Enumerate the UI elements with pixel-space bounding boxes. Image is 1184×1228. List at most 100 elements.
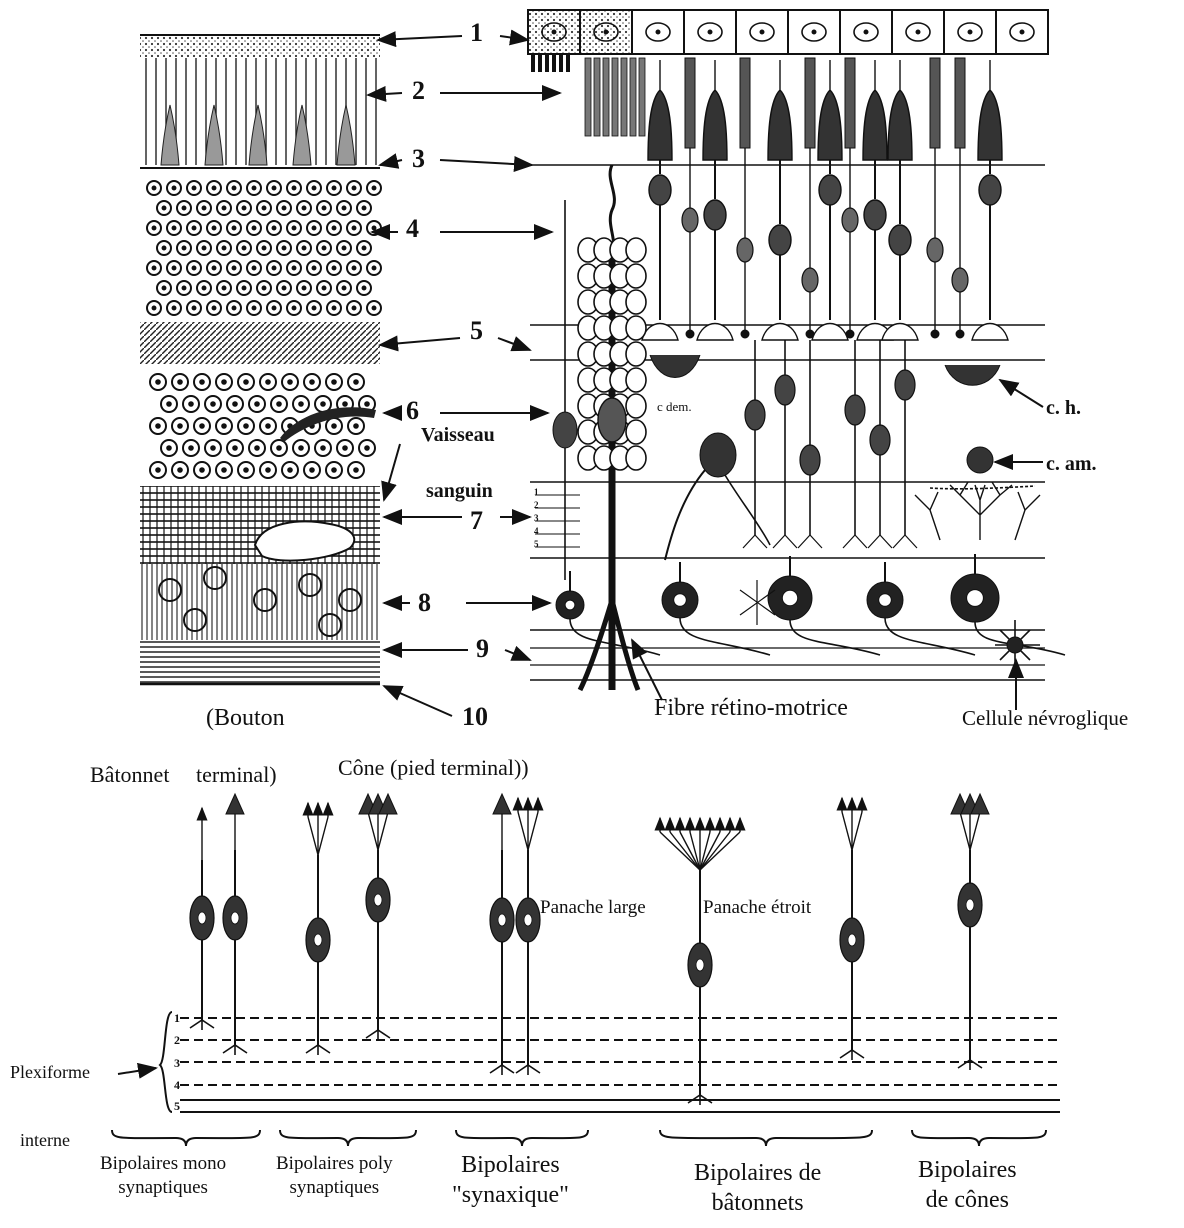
rod-nucleus <box>802 268 818 292</box>
bipolar-terminal <box>843 535 867 548</box>
nucleolus <box>243 467 249 473</box>
bipolar-soma <box>895 370 915 400</box>
cone-pedicle <box>697 324 733 341</box>
nucleolus <box>212 186 217 191</box>
rod-outer-segment <box>955 58 965 148</box>
nucleolus <box>282 246 287 251</box>
label-plexiforme: Plexiforme <box>10 1063 90 1081</box>
nucleolus <box>372 186 377 191</box>
nucleolus <box>272 186 277 191</box>
nucleolus <box>221 423 227 429</box>
layer-number-5: 5 <box>470 318 483 344</box>
sublayer-5: 5 <box>534 540 539 549</box>
nucleolus <box>177 423 183 429</box>
rod-spherule <box>846 330 854 338</box>
nucleolus <box>222 206 227 211</box>
group-batonnets-line1: Bipolaires de <box>694 1158 821 1188</box>
nucleolus <box>243 423 249 429</box>
nucleolus <box>232 226 237 231</box>
nucleolus <box>353 423 359 429</box>
nucleolus <box>372 226 377 231</box>
label-cellule: Cellule névroglique <box>962 708 1128 729</box>
nucleolus <box>182 286 187 291</box>
nucleolus <box>172 306 177 311</box>
nucleolus <box>155 467 161 473</box>
nucleolus <box>162 286 167 291</box>
sublayer-1: 1 <box>534 488 539 497</box>
cone-outer-segment <box>863 60 887 160</box>
cone-pedicle <box>642 324 678 341</box>
pigment-dot <box>760 30 764 34</box>
nucleolus <box>166 401 172 407</box>
axon-terminal <box>840 1050 864 1060</box>
bipolar-soma <box>775 375 795 405</box>
label-batonnet: Bâtonnet <box>90 764 169 786</box>
rod-spherule <box>686 330 694 338</box>
dendrite-branch <box>680 832 700 870</box>
vaisseau-pointer <box>384 444 400 500</box>
group-brace <box>280 1130 416 1146</box>
bipolar-terminal <box>743 535 767 548</box>
cone-pedicle <box>972 324 1008 341</box>
nucleolus <box>309 467 315 473</box>
nucleolus <box>182 206 187 211</box>
nucleolus <box>242 286 247 291</box>
nucleolus <box>352 186 357 191</box>
pigment-dot <box>916 30 920 34</box>
nucleolus <box>262 246 267 251</box>
nucleolus <box>332 226 337 231</box>
axon-terminal <box>190 1020 214 1030</box>
cone-nucleus <box>819 175 841 205</box>
label-c-am: c. am. <box>1046 454 1097 474</box>
label-fibre: Fibre rétino-motrice <box>654 696 848 720</box>
nucleolus <box>221 379 227 385</box>
dendrite-branch <box>852 812 862 850</box>
bipolar-cell-nucleus <box>231 912 239 924</box>
muller-vacuole <box>626 264 646 288</box>
group-synaxique: Bipolaires "synaxique" <box>452 1150 569 1210</box>
pigment-dot <box>656 30 660 34</box>
cone-outer-segment <box>648 60 672 160</box>
group-brace <box>660 1130 872 1146</box>
nucleolus <box>331 423 337 429</box>
cone-outer-segment <box>888 60 912 160</box>
group-cones-line1: Bipolaires <box>918 1155 1017 1185</box>
axon-terminal <box>306 1045 330 1055</box>
bipolar-soma <box>800 445 820 475</box>
group-cones-line2: de cônes <box>918 1185 1017 1215</box>
nucleolus <box>212 266 217 271</box>
dendrite-branch <box>660 832 700 870</box>
group-batonnets: Bipolaires de bâtonnets <box>694 1158 821 1218</box>
nucleolus <box>242 246 247 251</box>
pigment-dot <box>552 30 556 34</box>
pigment-dot <box>864 30 868 34</box>
rod-spherule <box>741 330 749 338</box>
dendrite-branch <box>528 812 538 850</box>
nucleolus <box>362 246 367 251</box>
ganglion-nucleus <box>782 590 797 605</box>
cone-pedicle <box>812 324 848 341</box>
nucleolus <box>342 286 347 291</box>
ganglion-axon <box>790 620 880 655</box>
rod-spherule <box>956 330 964 338</box>
rod-outer-segment <box>805 58 815 148</box>
stratum-1: 1 <box>174 1012 180 1024</box>
nucleolus <box>265 423 271 429</box>
histology-column <box>140 35 381 684</box>
muller-vacuole <box>626 420 646 444</box>
nucleolus <box>276 401 282 407</box>
bipolar-cell-nucleus <box>198 912 206 924</box>
nucleolus <box>199 467 205 473</box>
pointer-arrow <box>384 686 452 716</box>
nucleolus <box>254 401 260 407</box>
nucleolus <box>232 306 237 311</box>
cone-nucleus <box>704 200 726 230</box>
rod-outer-segment <box>930 58 940 148</box>
cone-nucleus <box>979 175 1001 205</box>
cone-shape <box>249 105 267 165</box>
nucleolus <box>302 206 307 211</box>
pigment-dot <box>968 30 972 34</box>
nucleolus <box>298 445 304 451</box>
label-terminal: terminal) <box>196 764 277 786</box>
bipolar-terminal <box>773 535 797 548</box>
